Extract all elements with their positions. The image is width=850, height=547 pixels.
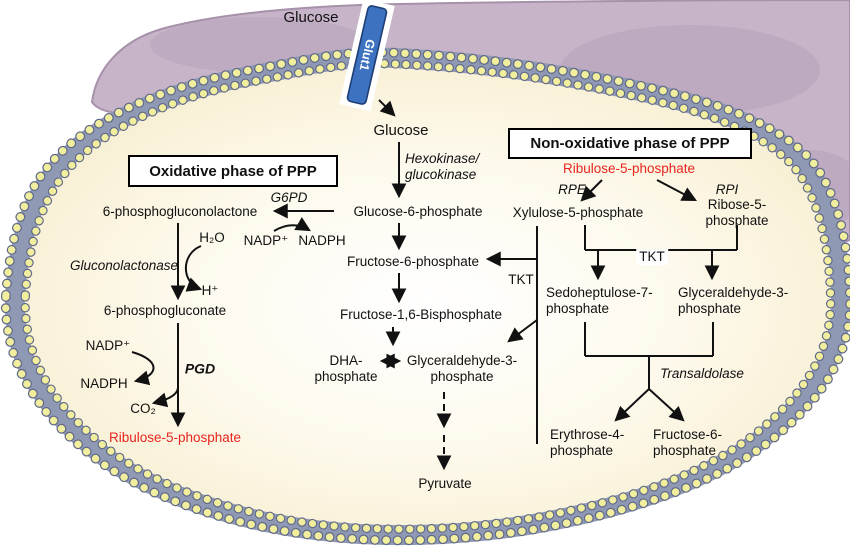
transaldolase-bracket-lines (584, 322, 714, 389)
tkt-enzyme-label-1: TKT (636, 249, 668, 265)
arrow-tal-to-f6p (648, 388, 685, 422)
hexokinase-label: Hexokinase/ glucokinase (405, 151, 480, 182)
fructose-16-bisphosphate-label: Fructose-1,6-Bisphosphate (339, 307, 503, 323)
arrow-nadp-nadph-1 (273, 217, 311, 232)
glucose-6-phosphate-label: Glucose-6-phosphate (353, 204, 483, 220)
h-plus-label: H⁺ (201, 283, 219, 299)
nadph-label-1: NADPH (298, 233, 346, 249)
rpe-enzyme-label: RPE (558, 182, 586, 198)
arrow-nadp-nadph-2 (131, 351, 155, 386)
co2-label: CO₂ (130, 401, 156, 417)
oxidative-phase-title: Oxidative phase of PPP (149, 162, 317, 180)
nadph-label-2: NADPH (80, 376, 128, 392)
transaldolase-enzyme-label: Transaldolase (660, 366, 744, 382)
6-phosphogluconolactone-label: 6-phosphogluconolactone (102, 204, 258, 220)
ribose-5-phosphate-label: Ribose-5-phosphate (705, 197, 769, 228)
pgd-enzyme-label: PGD (184, 360, 216, 377)
glucose-intracellular-label: Glucose (373, 122, 429, 140)
glyceraldehyde-3-phosphate-nonox-label: Glyceraldehyde-3- phosphate (678, 285, 789, 316)
gluconolactonase-enzyme-label: Gluconolactonase (69, 258, 179, 274)
pyruvate-label: Pyruvate (418, 476, 472, 492)
ribulose-5-phosphate-nonoxidative-label: Ribulose-5-phosphate (562, 161, 696, 177)
nonoxidative-phase-box: Non-oxidative phase of PPP (508, 128, 752, 159)
glut1-transporter: Glut1 (339, 0, 395, 112)
h2o-label: H₂O (199, 230, 225, 246)
arrow-rpe (580, 179, 603, 202)
glucose-extracellular-label: Glucose (283, 9, 339, 27)
arrow-tkt-to-glyceraldehyde3p (507, 319, 538, 343)
arrow-co2-release (151, 387, 179, 408)
erythrose-4-phosphate-label: Erythrose-4- phosphate (550, 427, 625, 458)
arrow-tal-to-e4p (614, 388, 650, 422)
tkt-enzyme-label-2: TKT (508, 272, 534, 288)
oxidative-phase-box: Oxidative phase of PPP (128, 155, 338, 187)
nadp-plus-label-2: NADP⁺ (85, 338, 131, 354)
dha-phosphate-label: DHA- phosphate (314, 353, 378, 384)
6-phosphogluconate-label: 6-phosphogluconate (103, 303, 227, 319)
nadp-plus-label-1: NADP⁺ (243, 233, 289, 249)
arrow-h2o-hplus (185, 245, 203, 292)
ribulose-5-phosphate-oxidative-label: Ribulose-5-phosphate (108, 430, 242, 446)
xylulose-5-phosphate-label: Xylulose-5-phosphate (512, 205, 644, 221)
arrows (131, 99, 738, 471)
arrow-glucose-entry (378, 99, 396, 117)
arrow-rpi (656, 179, 697, 202)
rpi-enzyme-label: RPI (715, 182, 739, 198)
nonoxidative-phase-title: Non-oxidative phase of PPP (530, 135, 730, 152)
glyceraldehyde-3-phosphate-label: Glyceraldehyde-3- phosphate (406, 353, 518, 384)
sedoheptulose-7-phosphate-label: Sedoheptulose-7- phosphate (546, 285, 653, 316)
fructose-6-phosphate-nonox-label: Fructose-6- phosphate (653, 427, 723, 458)
fructose-6-phosphate-label: Fructose-6-phosphate (346, 254, 480, 270)
g6pd-enzyme-label: G6PD (270, 190, 308, 206)
glut1-channel (346, 5, 388, 105)
